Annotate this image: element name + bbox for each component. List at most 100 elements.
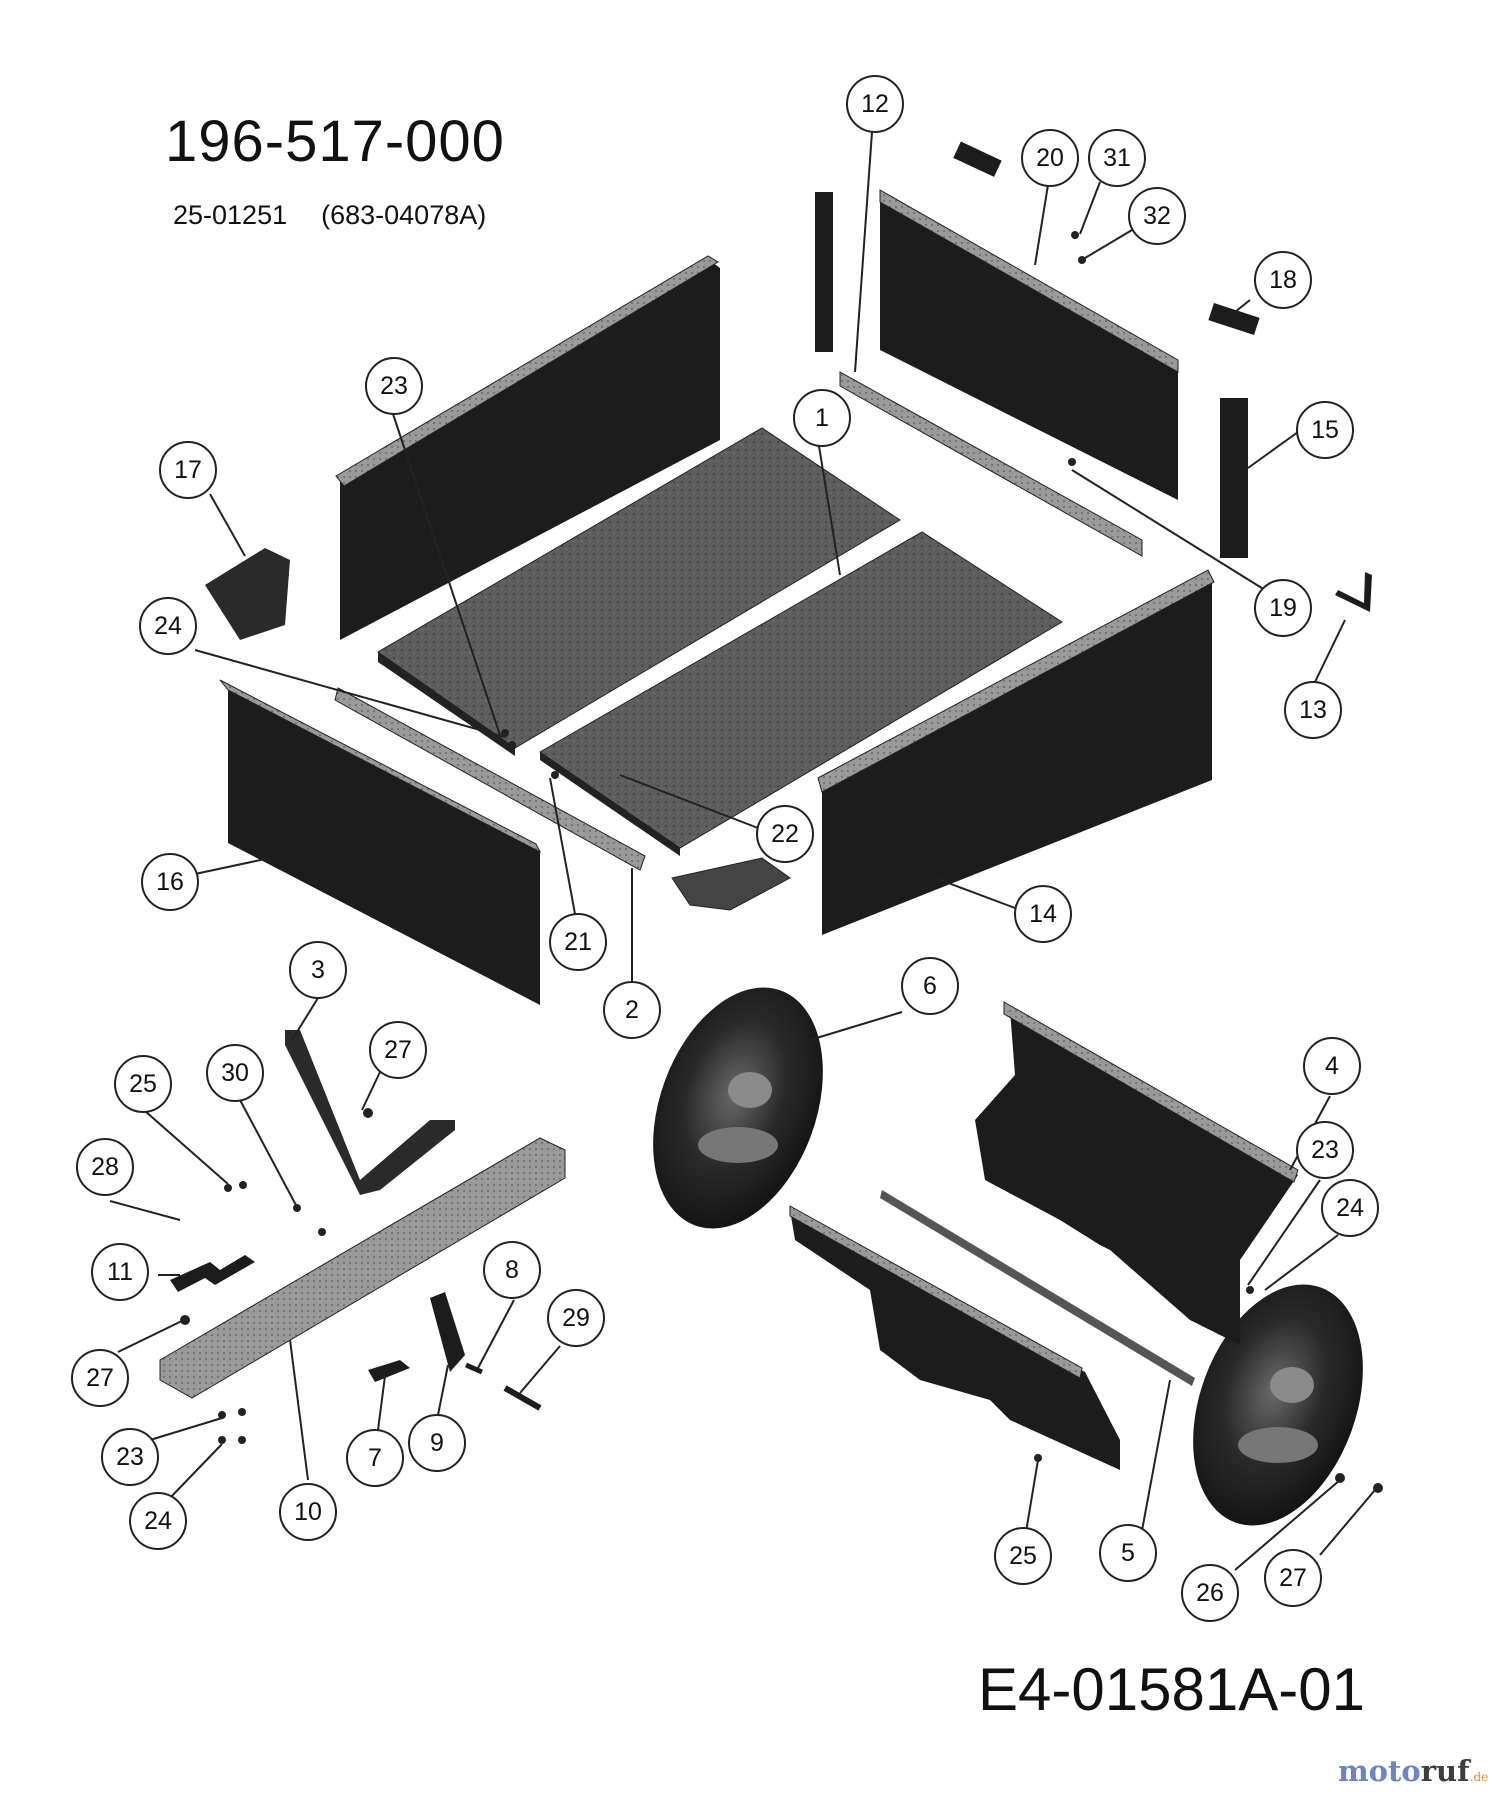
callout-23b: 23 — [1296, 1121, 1354, 1179]
callout-10: 10 — [279, 1483, 337, 1541]
upright-12-drawing — [815, 192, 833, 352]
callout-3: 3 — [289, 941, 347, 999]
part-8-drawing — [464, 1362, 484, 1375]
callout-label: 31 — [1103, 144, 1131, 172]
callout-label: 32 — [1143, 202, 1171, 230]
callout-24b: 24 — [1321, 1179, 1379, 1237]
callout-label: 25 — [129, 1070, 157, 1098]
callout-label: 4 — [1325, 1052, 1339, 1080]
callout-label: 6 — [923, 972, 937, 1000]
callout-label: 17 — [174, 456, 202, 484]
brand-part-a: moto — [1338, 1754, 1421, 1788]
callout-label: 21 — [564, 928, 592, 956]
callout-label: 26 — [1196, 1579, 1224, 1607]
callout-label: 23 — [380, 372, 408, 400]
frame-lower-drawing — [789, 1205, 1120, 1470]
callout-6: 6 — [901, 957, 959, 1015]
rail-2-drawing — [334, 687, 646, 871]
callout-label: 23 — [116, 1443, 144, 1471]
panel-23-drawing — [335, 255, 720, 640]
brand-part-b: ruf — [1420, 1754, 1470, 1788]
axle-5-drawing — [880, 1190, 1195, 1386]
callout-7: 7 — [346, 1429, 404, 1487]
callout-26: 26 — [1181, 1564, 1239, 1622]
callout-30: 30 — [206, 1044, 264, 1102]
callout-label: 18 — [1269, 266, 1297, 294]
callout-label: 28 — [91, 1153, 119, 1181]
callout-label: 30 — [221, 1059, 249, 1087]
callout-24: 24 — [139, 597, 197, 655]
callout-label: 20 — [1036, 144, 1064, 172]
panel-20-drawing — [879, 189, 1179, 500]
callout-label: 24 — [144, 1507, 172, 1535]
part-ref-b: (683-04078A) — [321, 200, 487, 230]
callout-label: 29 — [562, 1304, 590, 1332]
callout-label: 2 — [625, 996, 639, 1024]
callout-9: 9 — [408, 1414, 466, 1472]
callout-label: 1 — [815, 404, 829, 432]
part-20a-drawing — [953, 141, 1002, 177]
part-29-drawing — [503, 1385, 542, 1411]
callout-label: 27 — [384, 1036, 412, 1064]
drawing-number: E4-01581A-01 — [978, 1656, 1365, 1723]
callout-21: 21 — [549, 913, 607, 971]
callout-18: 18 — [1254, 251, 1312, 309]
callout-label: 8 — [505, 1256, 519, 1284]
callout-22: 22 — [756, 805, 814, 863]
callout-13: 13 — [1284, 681, 1342, 739]
callout-label: 25 — [1009, 1542, 1037, 1570]
callout-29: 29 — [547, 1289, 605, 1347]
part-9-drawing — [430, 1292, 465, 1372]
callout-19: 19 — [1254, 579, 1312, 637]
callout-32: 32 — [1128, 187, 1186, 245]
callout-label: 5 — [1121, 1539, 1135, 1567]
part-18-drawing — [1208, 303, 1260, 335]
brand-watermark: motoruf.de — [1338, 1754, 1488, 1788]
panel-16-drawing — [219, 679, 542, 1005]
callout-20: 20 — [1021, 129, 1079, 187]
part-7-drawing — [368, 1360, 410, 1382]
part-reference: 25-01251 (683-04078A) — [173, 200, 486, 231]
callout-label: 24 — [154, 612, 182, 640]
callout-label: 3 — [311, 956, 325, 984]
rail-12-drawing — [839, 371, 1143, 557]
leader-lines — [109, 131, 1376, 1571]
frame-4-drawing — [975, 1001, 1299, 1345]
callout-4: 4 — [1303, 1037, 1361, 1095]
bracket-13-drawing — [1335, 572, 1372, 612]
callout-16: 16 — [141, 853, 199, 911]
callout-27b: 27 — [71, 1349, 129, 1407]
callout-label: 12 — [861, 90, 889, 118]
panel-14-drawing — [817, 569, 1215, 935]
callout-8: 8 — [483, 1241, 541, 1299]
callout-label: 14 — [1029, 900, 1057, 928]
callout-label: 22 — [771, 820, 799, 848]
callout-label: 9 — [430, 1429, 444, 1457]
callout-label: 15 — [1311, 416, 1339, 444]
tongue-10-drawing — [159, 1137, 566, 1399]
model-number: 196-517-000 — [165, 109, 505, 174]
bracket-lower-drawing — [671, 857, 791, 911]
brand-part-c: .de — [1469, 1770, 1489, 1784]
callout-12: 12 — [846, 75, 904, 133]
callout-17: 17 — [159, 441, 217, 499]
callout-25: 25 — [114, 1055, 172, 1113]
callout-15: 15 — [1296, 401, 1354, 459]
callout-label: 16 — [156, 868, 184, 896]
callout-25b: 25 — [994, 1527, 1052, 1585]
callout-label: 27 — [86, 1364, 114, 1392]
callout-31: 31 — [1088, 129, 1146, 187]
callout-label: 19 — [1269, 594, 1297, 622]
callout-label: 10 — [294, 1498, 322, 1526]
callout-2: 2 — [603, 981, 661, 1039]
wheel-left-drawing — [653, 987, 823, 1229]
callout-label: 7 — [368, 1444, 382, 1472]
callout-label: 11 — [107, 1258, 133, 1286]
callout-label: 24 — [1336, 1194, 1364, 1222]
callout-23: 23 — [365, 357, 423, 415]
wheel-right-drawing — [1193, 1284, 1363, 1526]
callout-5: 5 — [1099, 1524, 1157, 1582]
callout-label: 13 — [1299, 696, 1327, 724]
part-ref-a: 25-01251 — [173, 200, 288, 230]
callout-14: 14 — [1014, 885, 1072, 943]
